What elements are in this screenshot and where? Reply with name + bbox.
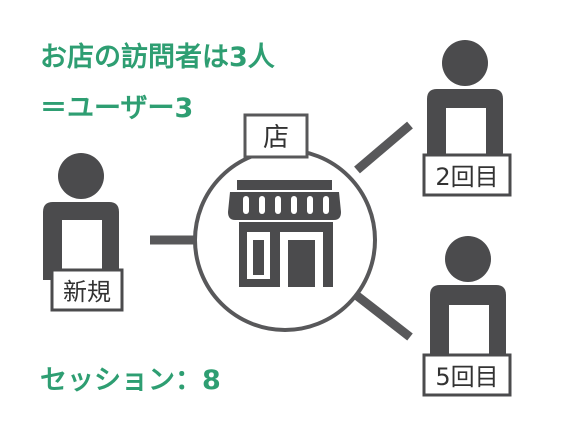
new-visitor: 新規 [43,153,124,312]
fifth-visit-label: 5回目 [435,363,498,391]
fifth-visit-visitor: 5回目 [422,236,512,397]
second-visit-label: 2回目 [435,163,498,191]
store-label-box: 店 [243,113,309,159]
connector-second-visit [354,121,413,174]
store-label: 店 [263,123,289,153]
second-visit-visitor: 2回目 [422,40,512,197]
storefront-icon [228,180,341,287]
connector-fifth-visit [353,291,413,341]
person-icon [58,153,104,199]
user-count-caption: ＝ユーザー3 [40,93,194,124]
session-count-caption: セッション：8 [40,365,221,396]
visitor-count-caption: お店の訪問者は3人 [40,42,275,73]
person-icon [445,236,491,282]
store-circle [193,148,377,332]
person-icon [442,40,488,86]
connector-lines [150,121,413,341]
new-visitor-label: 新規 [63,278,111,306]
